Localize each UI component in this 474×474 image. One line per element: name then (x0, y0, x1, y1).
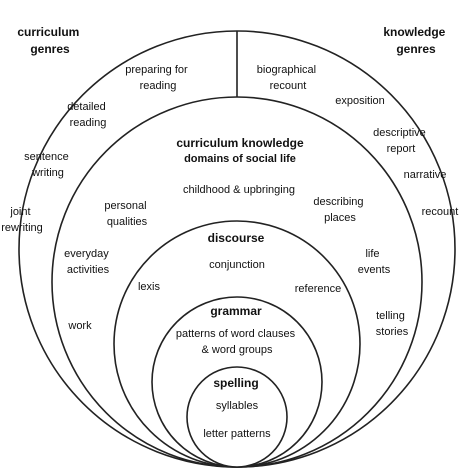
domains-of-social-life-subtitle: domains of social life (184, 153, 296, 165)
curriculum-knowledge-title: curriculum knowledge (176, 136, 304, 150)
letter-patterns-label: letter patterns (203, 428, 271, 440)
life-events-label: life events (358, 248, 391, 276)
descriptive-report-label: descriptive report (373, 127, 429, 155)
spelling-circle (186, 366, 288, 468)
describing-places-label: describing places (313, 196, 366, 224)
recount-label: recount (422, 206, 459, 218)
work-label: work (67, 320, 92, 332)
detailed-reading-label: detailed reading (67, 101, 109, 129)
discourse-title: discourse (208, 231, 265, 245)
everyday-activities-label: everyday activities (64, 248, 112, 276)
narrative-label: narrative (404, 169, 447, 181)
knowledge-genres-title: knowledge genres (383, 25, 448, 56)
telling-stories-label: telling stories (376, 310, 409, 338)
sentence-writing-label: sentence writing (24, 151, 72, 179)
exposition-label: exposition (335, 95, 385, 107)
biographical-recount-label: biographical recount (257, 64, 319, 92)
childhood-upbringing-label: childhood & upbringing (183, 184, 295, 196)
spelling-title: spelling (213, 376, 258, 390)
grammar-title: grammar (210, 304, 262, 318)
syllables-label: syllables (216, 400, 259, 412)
personal-qualities-label: personal qualities (104, 200, 149, 228)
joint-rewriting-label: joint rewriting (1, 206, 43, 234)
conjunction-label: conjunction (209, 259, 265, 271)
reference-label: reference (295, 283, 341, 295)
preparing-for-reading-label: preparing for reading (125, 64, 190, 92)
patterns-word-clauses-label: patterns of word clauses & word groups (176, 328, 298, 356)
lexis-label: lexis (138, 281, 161, 293)
curriculum-genres-title: curriculum genres (17, 25, 82, 56)
